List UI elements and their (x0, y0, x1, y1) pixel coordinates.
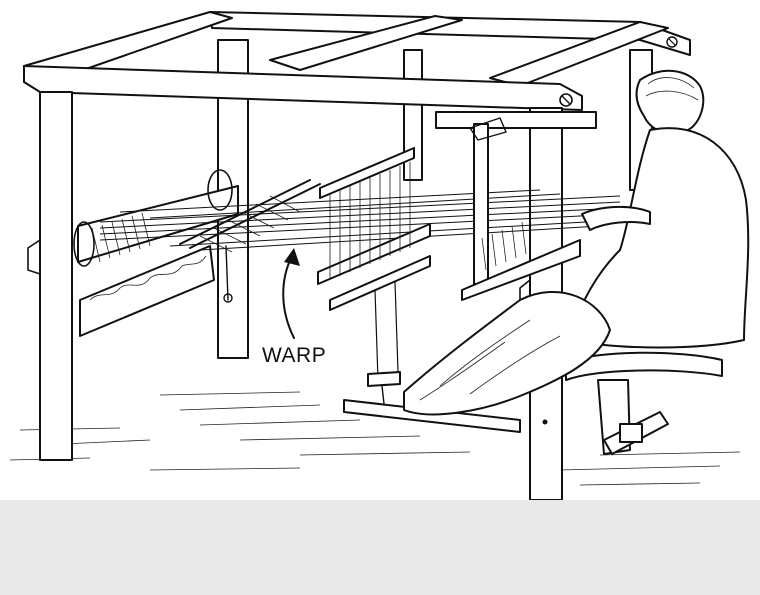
bench (565, 351, 723, 455)
warp-annotation: WARP (262, 248, 326, 367)
lease-sticks (179, 179, 321, 303)
beater-frame (435, 111, 597, 301)
heddle-frames (317, 147, 431, 381)
front-posts (27, 91, 563, 501)
footer-band (0, 500, 760, 595)
loom-drawing: WARP (9, 11, 750, 501)
warp-beam (73, 169, 239, 337)
weaver-figure (403, 69, 750, 416)
warp-label: WARP (262, 344, 326, 367)
treadles (343, 371, 521, 433)
loom-illustration: WARP (9, 11, 750, 501)
top-frame (23, 11, 691, 111)
